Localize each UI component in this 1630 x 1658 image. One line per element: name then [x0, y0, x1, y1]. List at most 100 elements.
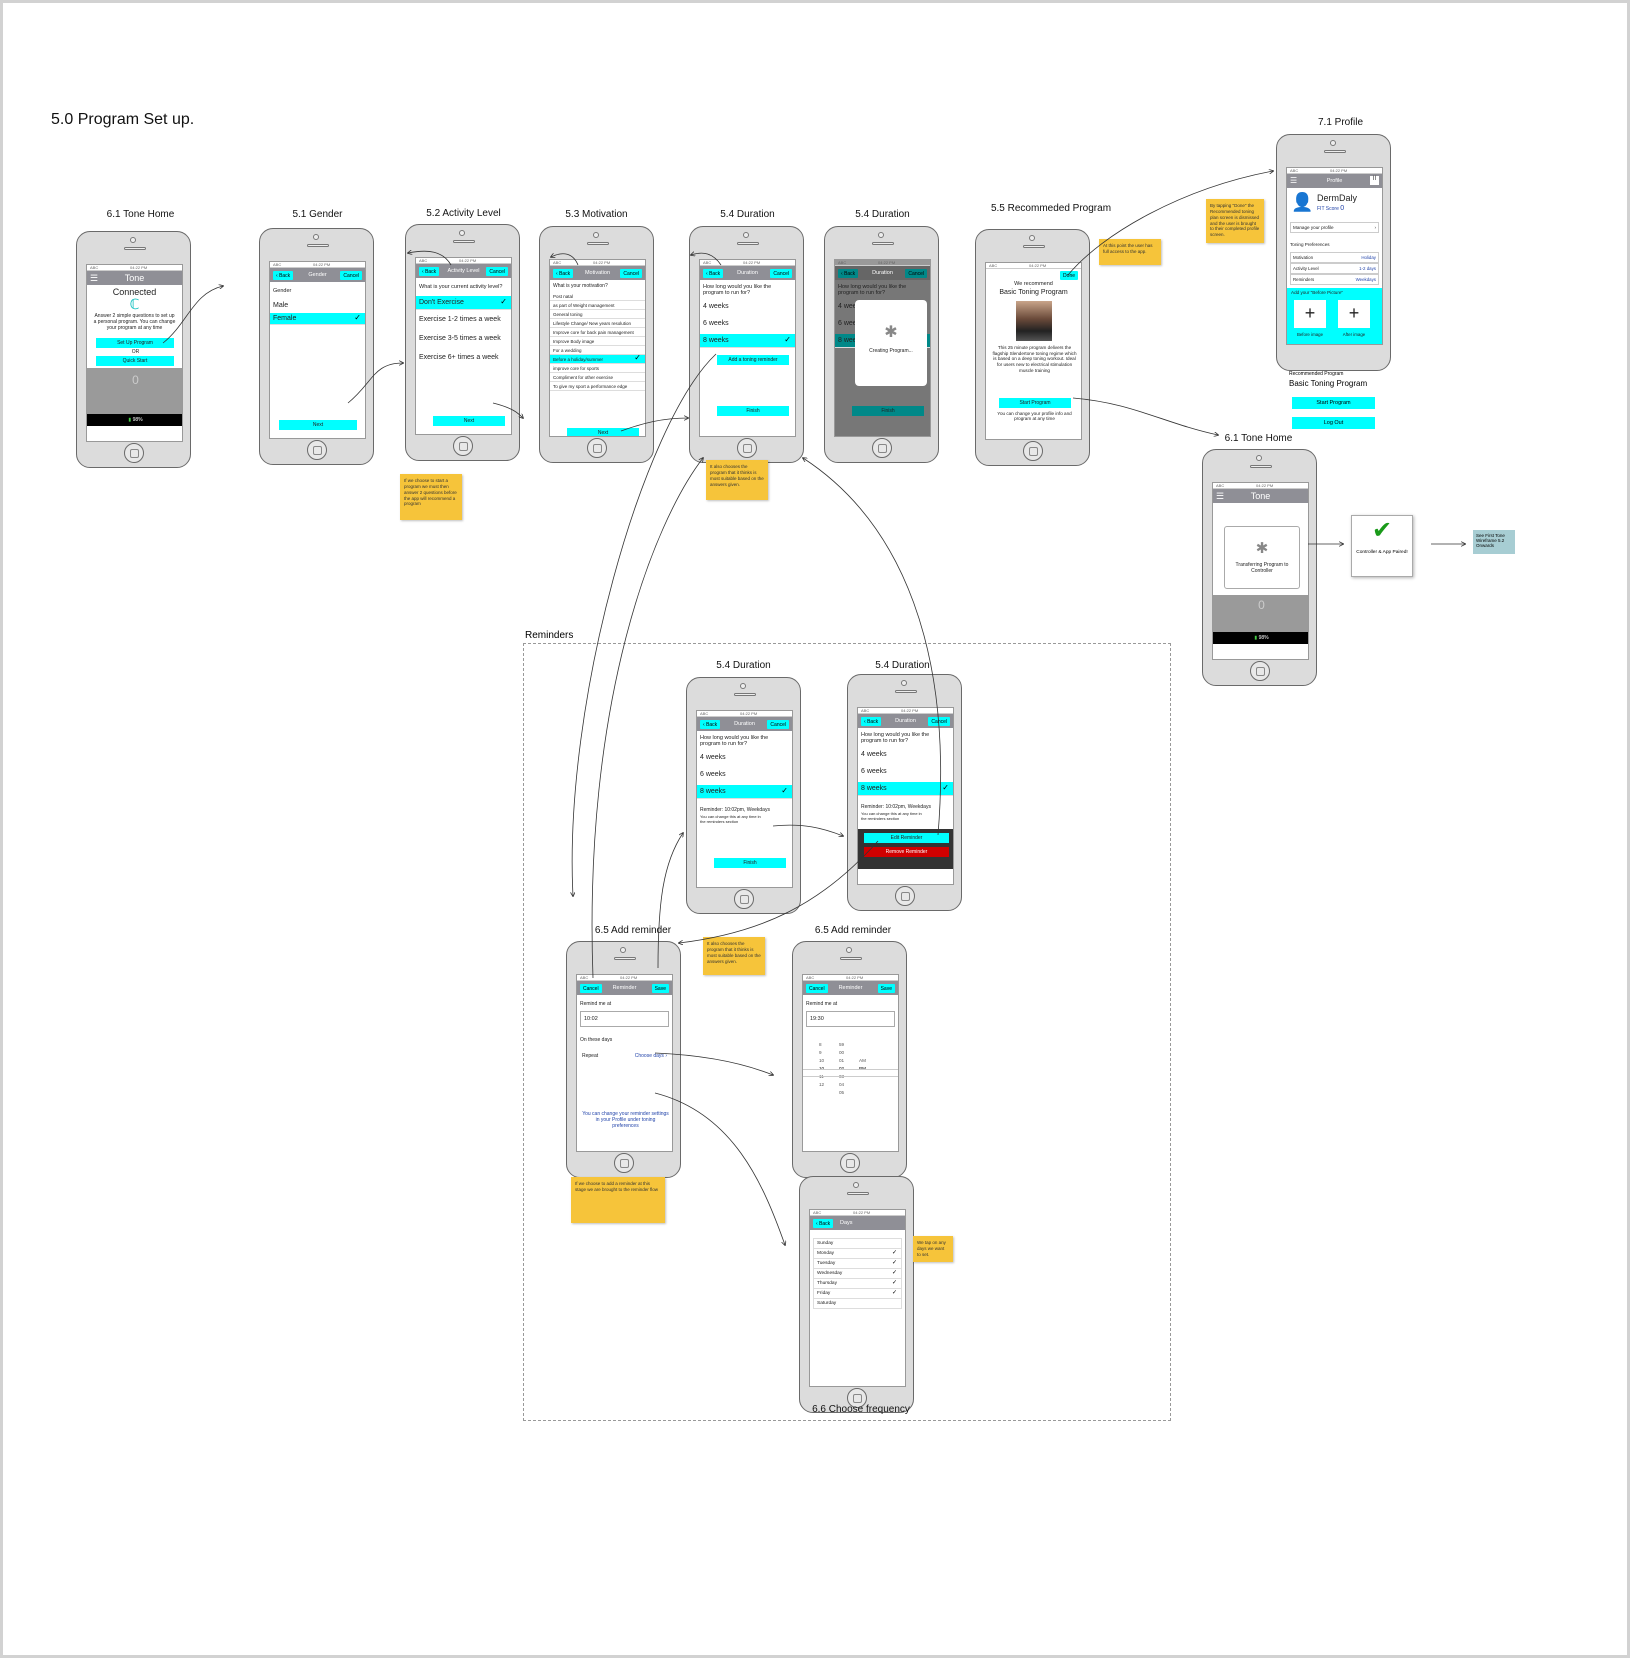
time-field[interactable]: 10:02	[580, 1011, 669, 1027]
start-program-button[interactable]: Start Program	[999, 398, 1071, 408]
remove-reminder-button[interactable]: Remove Reminder	[864, 847, 949, 857]
cancel-button[interactable]: Cancel	[486, 267, 508, 276]
back-button[interactable]: ‹ Back	[553, 269, 574, 278]
home-button[interactable]	[840, 1153, 860, 1173]
duration-option-2[interactable]: 8 weeks✓	[858, 782, 953, 796]
day-row[interactable]: Tuesday✓	[813, 1259, 902, 1269]
add-reminder-button[interactable]: Add a toning reminder	[717, 355, 789, 365]
home-button[interactable]	[614, 1153, 634, 1173]
home-button[interactable]	[847, 1388, 867, 1408]
duration-option-2[interactable]: 8 weeks✓	[697, 785, 792, 799]
choose-days-link[interactable]: Choose days ›	[634, 1053, 667, 1059]
next-button[interactable]: Next	[279, 420, 357, 430]
duration-option-1[interactable]: 6 weeks	[861, 768, 887, 775]
motivation-option-4[interactable]: Improve core for back pain management	[550, 328, 645, 337]
finish-button[interactable]: Finish	[714, 858, 786, 868]
day-row[interactable]: Thursday✓	[813, 1279, 902, 1289]
done-button[interactable]: Done	[1060, 271, 1078, 280]
home-button[interactable]	[1023, 441, 1043, 461]
motivation-option-1[interactable]: as part of Weight management	[550, 301, 645, 310]
cancel-button[interactable]: Cancel	[340, 271, 362, 280]
home-button[interactable]	[453, 436, 473, 456]
profile-start-button[interactable]: Start Program	[1292, 397, 1375, 409]
next-button[interactable]: Next	[433, 416, 505, 426]
picker-hour: 10	[819, 1066, 825, 1071]
gender-female[interactable]: Female✓	[270, 313, 365, 325]
menu-icon[interactable]: ☰	[90, 273, 99, 283]
home-button[interactable]	[307, 440, 327, 460]
quick-start-button[interactable]: Quick Start	[96, 356, 174, 366]
plus-icon[interactable]: +	[1338, 300, 1370, 328]
motivation-option-5[interactable]: Improve Body image	[550, 337, 645, 346]
cancel-button[interactable]: Cancel	[580, 984, 602, 993]
home-button[interactable]	[872, 438, 892, 458]
gender-male[interactable]: Male	[273, 302, 289, 309]
home-button[interactable]	[1250, 661, 1270, 681]
activity-option-3[interactable]: Exercise 6+ times a week	[419, 354, 499, 361]
home-button[interactable]	[587, 438, 607, 458]
motivation-option-10[interactable]: To give my sport a performance edge	[550, 382, 645, 391]
finish-button[interactable]: Finish	[717, 406, 789, 416]
pause-icon[interactable]: II	[1370, 176, 1379, 185]
home-button[interactable]	[734, 889, 754, 909]
save-button[interactable]: Save	[877, 984, 895, 993]
duration-option-1[interactable]: 6 weeks	[703, 320, 729, 327]
cancel-button[interactable]: Cancel	[905, 269, 927, 278]
duration-option-0[interactable]: 4 weeks	[861, 751, 887, 758]
motivation-option-8[interactable]: improve core for sports	[550, 364, 645, 373]
save-button[interactable]: Save	[651, 984, 669, 993]
menu-icon[interactable]: ☰	[1290, 176, 1298, 185]
cancel-button[interactable]: Cancel	[767, 720, 789, 729]
back-button[interactable]: ‹ Back	[419, 267, 440, 276]
back-button[interactable]: ‹ Back	[861, 717, 882, 726]
activity-option-0[interactable]: Don't Exercise✓	[416, 296, 511, 310]
cancel-button[interactable]: Cancel	[770, 269, 792, 278]
duration-option-0[interactable]: 4 weeks	[838, 303, 864, 310]
motivation-option-9[interactable]: Compliment for other exercise	[550, 373, 645, 382]
day-row[interactable]: Sunday	[813, 1238, 902, 1249]
cancel-button[interactable]: Cancel	[928, 717, 950, 726]
next-button[interactable]: Next	[567, 428, 639, 436]
back-button[interactable]: ‹ Back	[273, 271, 294, 280]
day-row[interactable]: Friday✓	[813, 1289, 902, 1299]
duration-option-1[interactable]: 6 weeks	[838, 320, 864, 327]
duration-option-1[interactable]: 6 weeks	[700, 771, 726, 778]
cancel-button[interactable]: Cancel	[620, 269, 642, 278]
back-button[interactable]: ‹ Back	[703, 269, 724, 278]
activity-option-1[interactable]: Exercise 1-2 times a week	[419, 316, 501, 323]
back-button[interactable]: ‹ Back	[838, 269, 859, 278]
back-button[interactable]: ‹ Back	[813, 1219, 834, 1228]
manage-profile-row[interactable]: Manage your profile›	[1290, 222, 1379, 233]
day-row[interactable]: Saturday	[813, 1299, 902, 1309]
duration-option-0[interactable]: 4 weeks	[700, 754, 726, 761]
home-button[interactable]	[895, 886, 915, 906]
day-row[interactable]: Monday✓	[813, 1249, 902, 1259]
menu-icon[interactable]: ☰	[1216, 491, 1225, 501]
back-button[interactable]: ‹ Back	[700, 720, 721, 729]
setup-program-button[interactable]: Set Up Program	[96, 338, 174, 348]
cancel-button[interactable]: Cancel	[806, 984, 828, 993]
finish-button[interactable]: Finish	[852, 406, 924, 416]
duration-option-0[interactable]: 4 weeks	[703, 303, 729, 310]
motivation-option-2[interactable]: General toning	[550, 310, 645, 319]
plus-icon[interactable]: +	[1294, 300, 1326, 328]
day-row[interactable]: Wednesday✓	[813, 1269, 902, 1279]
motivation-option-0[interactable]: Post natal	[550, 292, 645, 301]
motivation-option-7[interactable]: Before a holiday/summer✓	[550, 353, 645, 364]
home-button[interactable]	[124, 443, 144, 463]
duration-option-2[interactable]: 8 weeks✓	[700, 334, 795, 348]
motivation-option-6[interactable]: For a wedding	[550, 346, 645, 355]
motivation-option-3[interactable]: Lifestyle Change/ New years resolution	[550, 319, 645, 328]
logout-button[interactable]: Log Out	[1292, 417, 1375, 429]
edit-reminder-button[interactable]: Edit Reminder	[864, 833, 949, 843]
activity-option-2[interactable]: Exercise 3-5 times a week	[419, 335, 501, 342]
home-button[interactable]	[737, 438, 757, 458]
time-field[interactable]: 19:30	[806, 1011, 895, 1027]
